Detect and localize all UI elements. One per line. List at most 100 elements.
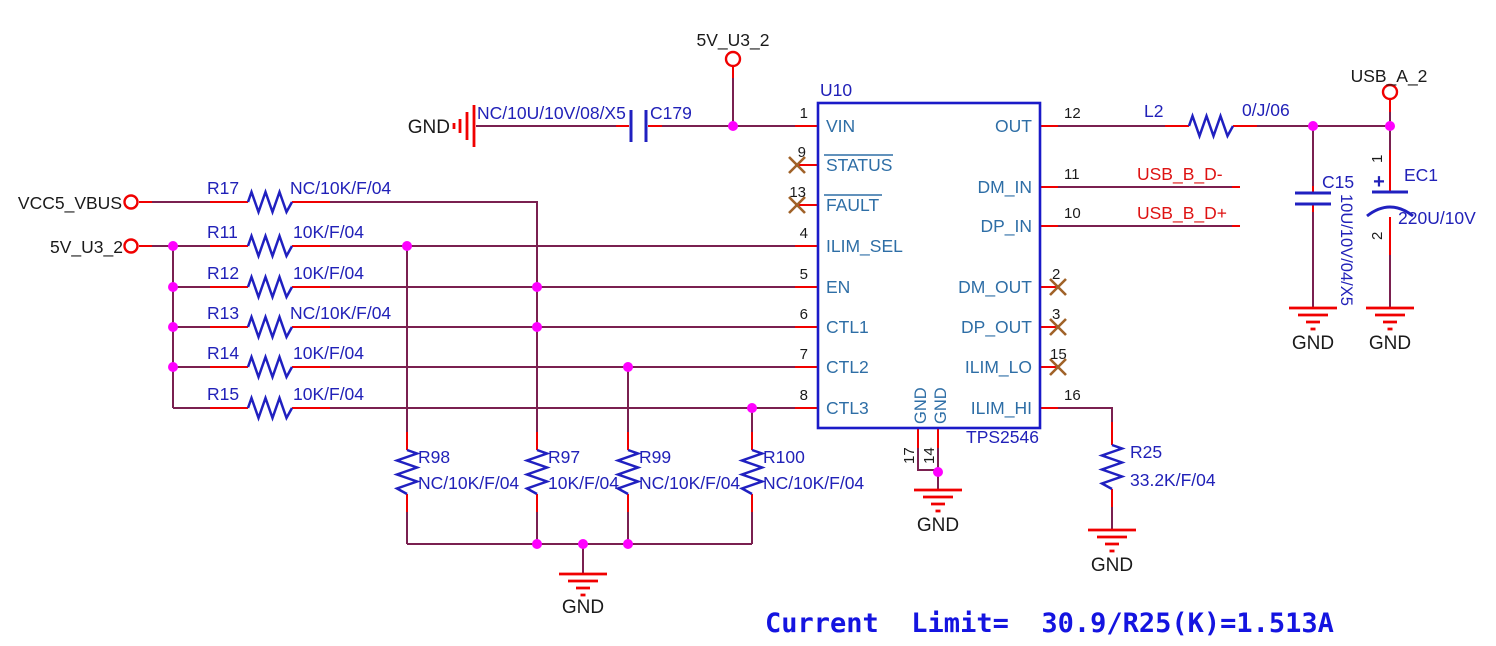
pin-number-1: 1 <box>800 105 808 122</box>
current-limit-note: Current Limit= 30.9/R25(K)=1.513A <box>765 608 1334 639</box>
resistor-r13-ref: R13 <box>207 303 239 323</box>
pin-number-2: 2 <box>1052 266 1060 283</box>
net-label-5v-u3-2-left: 5V_U3_2 <box>50 237 123 258</box>
component-labels: R17 NC/10K/F/04 R11 10K/F/04 R12 10K/F/0… <box>207 100 1476 493</box>
inductor-l2-value: 0/J/06 <box>1242 100 1290 120</box>
resistor-r13-value: NC/10K/F/04 <box>290 303 391 323</box>
pin-number-17: 17 <box>901 447 918 464</box>
pin-number-8: 8 <box>800 387 808 404</box>
resistor-r17-ref: R17 <box>207 178 239 198</box>
resistor-r12-symbol <box>246 275 294 299</box>
inductor-l2-symbol <box>1187 114 1235 138</box>
inductor-l2-ref: L2 <box>1144 101 1163 121</box>
pin-name-fault: FAULT <box>826 195 879 215</box>
resistor-r99-ref: R99 <box>639 447 671 467</box>
pin-name-vin: VIN <box>826 116 855 136</box>
pin-number-13: 13 <box>789 184 806 201</box>
resistor-r99-value: NC/10K/F/04 <box>639 473 740 493</box>
component-symbols <box>123 50 1416 597</box>
resistor-r25-symbol <box>1100 443 1124 491</box>
ground-symbol-r25 <box>1086 528 1138 553</box>
gnd-label-pulldowns: GND <box>562 597 604 618</box>
ic-ref: U10 <box>820 80 852 100</box>
capacitor-ec1-pin2: 2 <box>1369 232 1386 240</box>
capacitor-c15-value: 10U/10V/04/X5 <box>1337 194 1355 306</box>
pin-name-ilim-sel: ILIM_SEL <box>826 236 903 257</box>
net-label-vcc5-vbus: VCC5_VBUS <box>18 193 122 214</box>
pin-number-7: 7 <box>800 346 808 363</box>
pin-number-14: 14 <box>921 447 938 464</box>
pin-number-10: 10 <box>1064 205 1081 222</box>
pin-name-gnd-17: GND <box>912 387 930 424</box>
resistor-r100-ref: R100 <box>763 447 805 467</box>
net-label-usb-b-dm: USB_B_D- <box>1137 164 1223 185</box>
pin-number-5: 5 <box>800 266 808 283</box>
ground-symbol-c15 <box>1287 306 1339 331</box>
pin-name-status: STATUS <box>826 155 892 175</box>
resistor-r14-value: 10K/F/04 <box>293 343 364 363</box>
resistor-r17-symbol <box>246 190 294 214</box>
resistor-r13-symbol <box>246 315 294 339</box>
capacitor-ec1-ref: EC1 <box>1404 165 1438 185</box>
ic-part-number: TPS2546 <box>966 427 1039 447</box>
pin-name-dm-in: DM_IN <box>978 177 1032 198</box>
net-label-usb-a-2: USB_A_2 <box>1351 66 1428 87</box>
pin-number-9: 9 <box>798 144 806 161</box>
resistor-r98-symbol <box>395 448 419 496</box>
pin-name-en: EN <box>826 277 850 297</box>
pin-number-16: 16 <box>1064 387 1081 404</box>
capacitor-ec1-value: 220U/10V <box>1398 208 1476 228</box>
capacitor-c179-symbol <box>629 110 648 142</box>
resistor-r25-value: 33.2K/F/04 <box>1130 470 1216 490</box>
ground-symbol-ec1 <box>1364 306 1416 331</box>
capacitor-ec1-plus-icon: + <box>1373 171 1385 193</box>
resistor-r14-ref: R14 <box>207 343 239 363</box>
resistor-r100-value: NC/10K/F/04 <box>763 473 864 493</box>
resistor-r12-value: 10K/F/04 <box>293 263 364 283</box>
resistor-r15-symbol <box>246 396 294 420</box>
junction-dots <box>168 121 1395 549</box>
pin-name-ilim-hi: ILIM_HI <box>971 398 1032 419</box>
capacitor-c15-symbol <box>1295 191 1331 206</box>
pin-name-ctl3: CTL3 <box>826 398 869 418</box>
pin-name-dp-in: DP_IN <box>980 216 1032 237</box>
terminal-vcc5-vbus <box>123 194 139 210</box>
pin-name-gnd-14: GND <box>932 387 950 424</box>
pin-leads <box>139 66 1391 512</box>
resistor-r14-symbol <box>246 355 294 379</box>
wires <box>139 78 1391 574</box>
gnd-label-ec1: GND <box>1369 333 1411 354</box>
pin-name-ctl2: CTL2 <box>826 357 869 377</box>
resistor-r11-value: 10K/F/04 <box>293 222 364 242</box>
gnd-label-c179: GND <box>408 117 450 138</box>
capacitor-c179-value: NC/10U/10V/08/X5 <box>477 103 626 123</box>
resistor-r25-ref: R25 <box>1130 442 1162 462</box>
resistor-r15-ref: R15 <box>207 384 239 404</box>
net-labels: VCC5_VBUS 5V_U3_2 5V_U3_2 USB_A_2 USB_B_… <box>18 30 1428 618</box>
pin-number-12: 12 <box>1064 105 1081 122</box>
pin-number-15: 15 <box>1050 346 1067 363</box>
capacitor-c179-ref: C179 <box>650 103 692 123</box>
terminal-usb-a-2 <box>1381 83 1399 101</box>
pin-name-dm-out: DM_OUT <box>958 277 1032 298</box>
terminal-5v-u3-2-top <box>724 50 742 68</box>
capacitor-ec1-pin1: 1 <box>1369 155 1386 163</box>
net-label-5v-u3-2-top: 5V_U3_2 <box>697 30 770 51</box>
pin-name-ilim-lo: ILIM_LO <box>965 357 1032 378</box>
gnd-label-u10: GND <box>917 515 959 536</box>
capacitor-c15-ref: C15 <box>1322 172 1354 192</box>
resistor-r100-symbol <box>740 448 764 496</box>
gnd-label-r25: GND <box>1091 555 1133 576</box>
resistor-r97-value: 10K/F/04 <box>548 473 619 493</box>
pin-name-ctl1: CTL1 <box>826 317 869 337</box>
gnd-label-c15: GND <box>1292 333 1334 354</box>
ic-u10: U10 TPS2546 VIN STATUS FAULT ILIM_SEL EN… <box>789 80 1080 464</box>
resistor-r97-symbol <box>525 448 549 496</box>
resistor-r12-ref: R12 <box>207 263 239 283</box>
terminal-5v-u3-2-left <box>123 238 139 254</box>
ground-symbol-c179 <box>452 103 476 149</box>
ground-symbol-u10 <box>912 488 964 513</box>
pin-name-out: OUT <box>995 116 1032 136</box>
resistor-r98-value: NC/10K/F/04 <box>418 473 519 493</box>
net-label-usb-b-dp: USB_B_D+ <box>1137 203 1227 224</box>
